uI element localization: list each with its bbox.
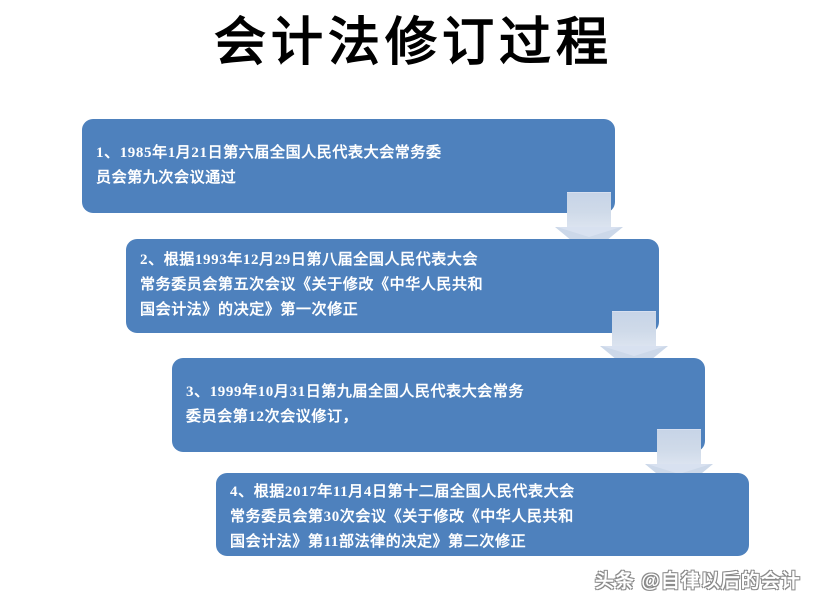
arrow-shaft [612,311,656,347]
arrow-head-highlight [647,464,711,474]
arrow-shaft [657,429,701,465]
process-step-text-1: 1、1985年1月21日第六届全国人民代表大会常务委 员会第九次会议通过 [96,145,442,186]
process-step-box-2[interactable]: 2、根据1993年12月29日第八届全国人民代表大会 常务委员会第五次会议《关于… [126,239,659,333]
arrow-shaft [567,192,611,228]
arrow-head-highlight [602,346,666,356]
process-step-text-2: 2、根据1993年12月29日第八届全国人民代表大会 常务委员会第五次会议《关于… [140,252,484,318]
process-step-box-4[interactable]: 4、根据2017年11月4日第十二届全国人民代表大会 常务委员会第30次会议《关… [216,473,749,556]
process-step-text-4: 4、根据2017年11月4日第十二届全国人民代表大会 常务委员会第30次会议《关… [230,484,575,550]
arrow-head-highlight [557,227,621,237]
process-step-box-3[interactable]: 3、1999年10月31日第九届全国人民代表大会常务 委员会第12次会议修订， [172,358,705,452]
page-title: 会计法修订过程 [213,15,613,72]
watermark-label: 头条 @自律以后的会计 [595,571,801,592]
process-step-text-3: 3、1999年10月31日第九届全国人民代表大会常务 委员会第12次会议修订， [186,384,525,425]
process-step-box-1[interactable]: 1、1985年1月21日第六届全国人民代表大会常务委 员会第九次会议通过 [82,119,615,213]
